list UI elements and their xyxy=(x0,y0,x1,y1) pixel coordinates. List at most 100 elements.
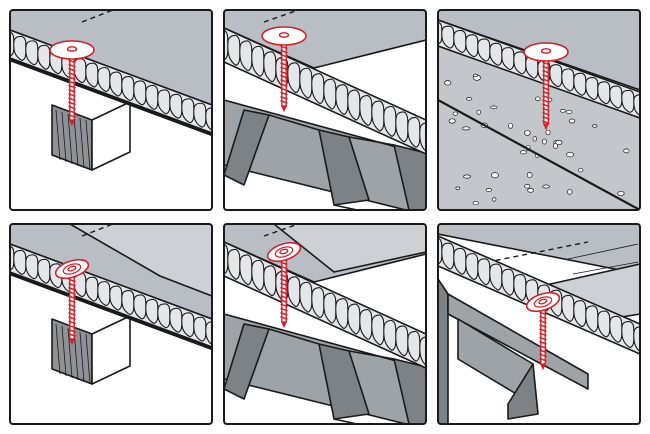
deck-rib xyxy=(318,129,370,206)
wood-grain xyxy=(55,323,61,375)
screw-tip xyxy=(281,321,287,329)
seam-line xyxy=(263,10,305,23)
aggregate-speck xyxy=(491,172,499,179)
membrane-sheet xyxy=(10,10,212,106)
aggregate-speck xyxy=(520,150,527,155)
washer-ring xyxy=(62,263,82,275)
panel-5 xyxy=(224,224,426,424)
screw-head xyxy=(279,248,289,255)
deck-rib xyxy=(318,343,370,420)
panels-layer xyxy=(9,9,641,425)
screw-tip xyxy=(540,363,546,371)
aggregate-speck xyxy=(566,109,573,114)
deck-rib xyxy=(224,109,270,186)
screw-tip xyxy=(543,123,549,131)
aggregate-speck xyxy=(568,118,576,124)
wood-grain xyxy=(79,331,85,383)
insulation-pattern xyxy=(224,29,426,154)
screw-tip xyxy=(69,338,75,346)
aggregate-speck xyxy=(448,118,456,124)
deck-edge xyxy=(268,328,320,345)
aggregate-speck xyxy=(472,201,479,206)
aggregate-speck xyxy=(476,109,481,115)
seam-line xyxy=(81,224,119,237)
screw-head xyxy=(66,46,78,52)
panel-frame-6 xyxy=(437,223,641,425)
aggregate-speck xyxy=(462,126,471,131)
aggregate-speck xyxy=(542,138,547,145)
insulation-board xyxy=(438,19,640,119)
aggregate-speck xyxy=(535,96,541,102)
wood-grain xyxy=(79,117,85,169)
wood-grain xyxy=(67,327,73,379)
insulation-underside xyxy=(10,57,212,137)
aggregate-speck xyxy=(567,189,573,195)
washer-ring xyxy=(533,296,553,308)
aggregate-speck xyxy=(617,190,625,197)
aggregate-speck xyxy=(444,80,452,86)
deck-rib xyxy=(393,358,426,424)
aggregate-speck xyxy=(542,184,550,189)
wood-grain xyxy=(67,113,73,165)
panel-1 xyxy=(10,10,212,210)
deck-edge xyxy=(333,418,426,424)
screw-tip xyxy=(281,105,287,113)
insulation-board xyxy=(224,241,426,369)
slab-edge xyxy=(438,99,640,210)
deck-edge xyxy=(348,350,395,360)
insulation-underside xyxy=(10,271,212,351)
aggregate-speck xyxy=(545,129,551,136)
screw-head xyxy=(278,32,290,38)
panel-4 xyxy=(10,224,212,424)
aggregate-speck xyxy=(473,73,478,78)
deck-rib xyxy=(224,323,270,400)
wind-line xyxy=(567,243,639,260)
timber-joist-side xyxy=(91,315,131,385)
aggregate-speck xyxy=(527,188,534,193)
aggregate-speck xyxy=(532,136,537,142)
wood-grain xyxy=(55,109,61,161)
membrane-overlap xyxy=(69,224,212,297)
aggregate-speck xyxy=(463,174,471,179)
seam-line xyxy=(263,224,305,237)
aggregate-speck xyxy=(490,105,498,110)
deck-edge xyxy=(268,114,320,131)
panel-frame-4 xyxy=(9,223,213,425)
timber-joist-side xyxy=(91,101,131,171)
wood-grain xyxy=(73,115,79,167)
aggregate-speck xyxy=(566,152,575,158)
aggregate-speck xyxy=(524,129,531,136)
seam-line xyxy=(477,241,589,265)
purlin-lip xyxy=(507,363,539,420)
wood-grain xyxy=(85,119,91,171)
wood-grain xyxy=(61,325,67,377)
deck-rib xyxy=(393,144,426,210)
aggregate-speck xyxy=(592,124,598,128)
aggregate-speck xyxy=(466,97,473,101)
panel-frame-2 xyxy=(223,9,427,211)
panel-2 xyxy=(224,10,426,210)
aggregate-speck xyxy=(559,109,566,113)
aggregate-speck xyxy=(553,142,558,149)
screw-head xyxy=(540,48,552,54)
screw-head xyxy=(538,298,548,305)
panel-frame-5 xyxy=(223,223,427,425)
aggregate-speck xyxy=(455,186,461,190)
deck-edge xyxy=(348,136,395,146)
screw-head xyxy=(67,265,77,272)
panel-frame-3 xyxy=(437,9,641,211)
insulation-pattern xyxy=(224,243,426,368)
aggregate-speck xyxy=(485,187,492,192)
aggregate-speck xyxy=(577,167,584,173)
seam-line xyxy=(81,10,119,23)
panel-6 xyxy=(438,224,640,424)
panel-3 xyxy=(438,10,640,210)
washer-ring xyxy=(274,246,294,258)
wood-grain xyxy=(61,111,67,163)
purlin-web xyxy=(438,278,449,424)
insulation-pattern xyxy=(438,21,640,118)
panel-frame-1 xyxy=(9,9,213,211)
aggregate-speck xyxy=(492,197,497,202)
aggregate-speck xyxy=(524,184,531,189)
